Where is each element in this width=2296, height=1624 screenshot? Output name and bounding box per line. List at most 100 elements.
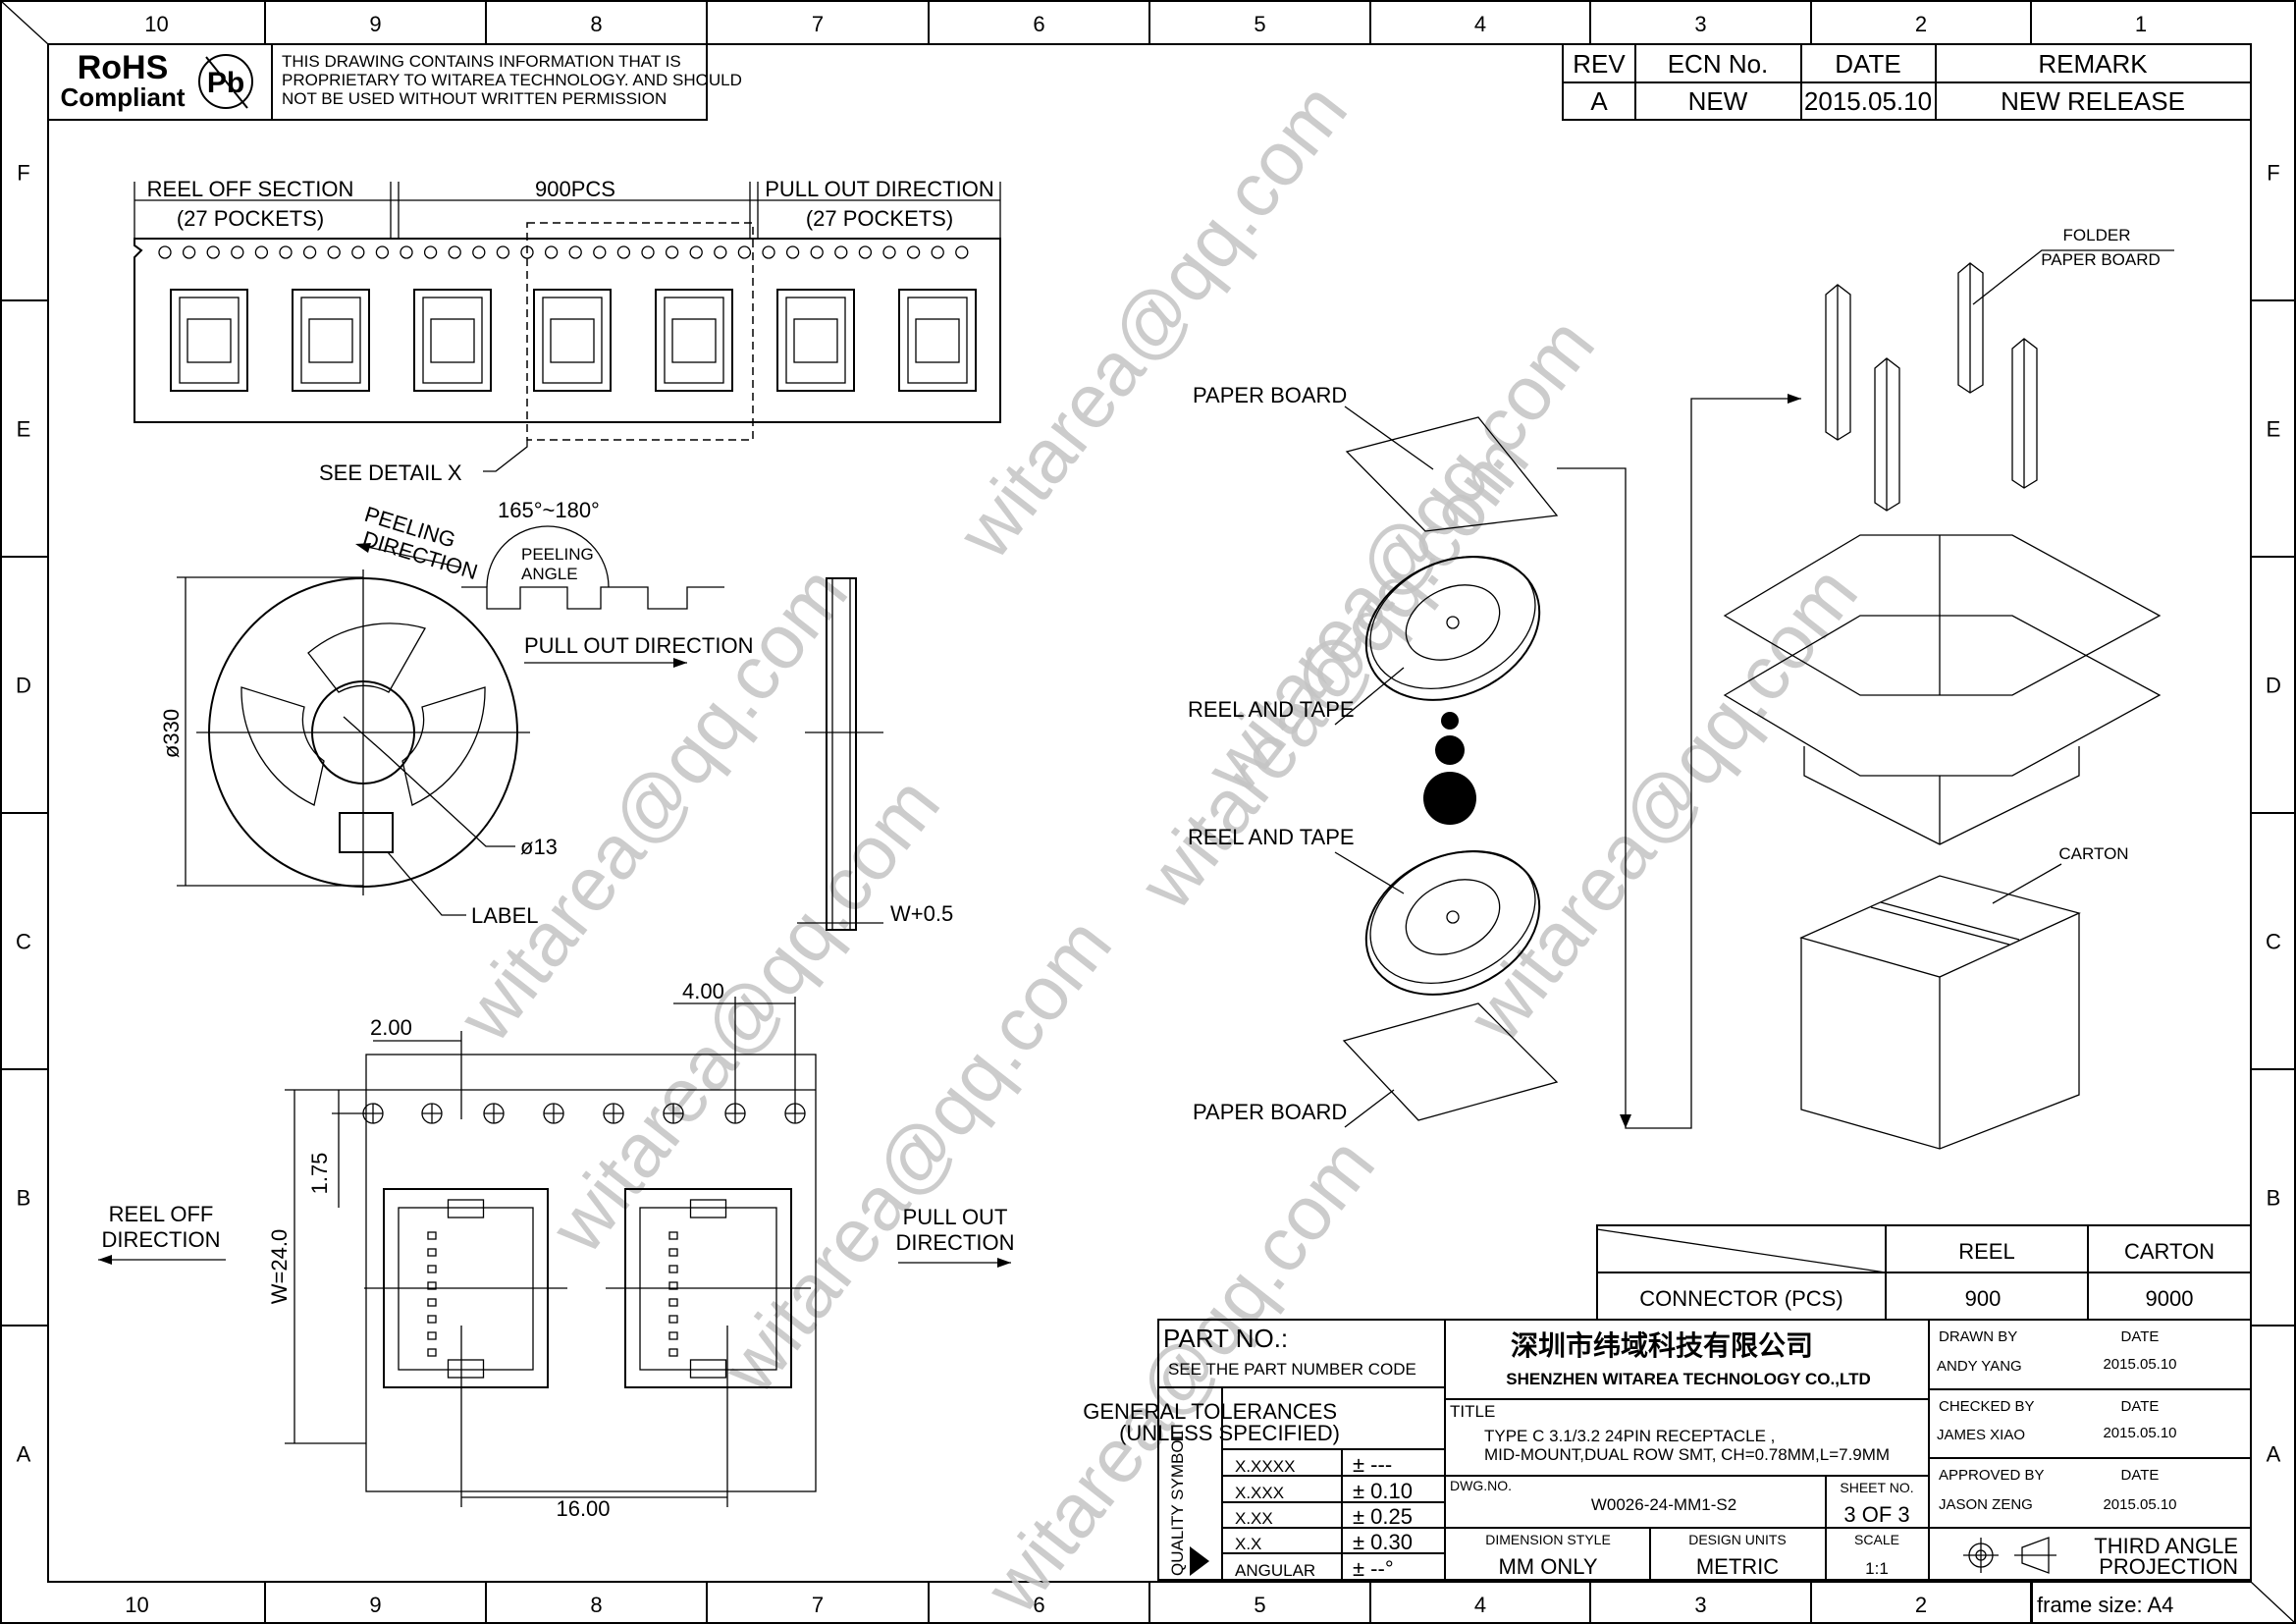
design-units-label: DESIGN UNITS — [1688, 1532, 1787, 1547]
sprocket-hole — [714, 245, 727, 259]
notice-line-1: THIS DRAWING CONTAINS INFORMATION THAT I… — [282, 52, 681, 71]
sprocket-hole — [663, 1103, 684, 1124]
sprocket-hole — [279, 245, 293, 259]
paper-board-top — [1345, 416, 1559, 532]
tape-pocket — [533, 289, 612, 392]
design-units-value: METRIC — [1696, 1554, 1779, 1579]
sprocket-hole — [472, 245, 486, 259]
tape-pocket — [170, 289, 248, 392]
sprocket-hole — [641, 245, 655, 259]
qty-carton-value: 9000 — [2146, 1286, 2194, 1311]
remark-value: NEW RELEASE — [2001, 86, 2185, 116]
approved-by-label: APPROVED BY — [1939, 1467, 2045, 1484]
tape-top-view: REEL OFF SECTION (27 POCKETS) 900PCS PUL… — [133, 177, 1001, 485]
rohs-title: RoHS — [78, 49, 169, 86]
peeling-angle-2: ANGLE — [521, 565, 578, 583]
reel-bottom — [1364, 849, 1541, 996]
sprocket-hole — [616, 245, 631, 259]
column-label-top: 2 — [1915, 12, 1927, 36]
checked-date-label: DATE — [2121, 1398, 2160, 1415]
notice-line-2: PROPRIETARY TO WITAREA TECHNOLOGY. AND S… — [282, 71, 742, 89]
paper-board-bottom-label: PAPER BOARD — [1193, 1100, 1347, 1124]
sprocket-hole — [689, 245, 703, 259]
sprocket-hole — [665, 245, 679, 259]
row-label-left: A — [17, 1442, 31, 1467]
column-label-bottom: 5 — [1254, 1593, 1265, 1617]
column-label-top: 4 — [1474, 12, 1486, 36]
tolerance-value: ± --- — [1353, 1452, 1392, 1477]
projection-line-1: THIRD ANGLE — [2094, 1534, 2238, 1558]
carton-label: CARTON — [2058, 844, 2128, 863]
row-label-left: B — [17, 1186, 31, 1211]
remark-header: REMARK — [2038, 49, 2148, 79]
tolerance-header-2: (UNLESS SPECIFIED) — [1119, 1421, 1340, 1445]
column-label-bottom: 8 — [590, 1593, 602, 1617]
reel-label-box — [339, 812, 394, 853]
packing-view: PAPER BOARD REEL AND TAPE REEL AND TAPE … — [1188, 226, 2174, 1150]
column-label-top: 8 — [590, 12, 602, 36]
part-no-label: PART NO.: — [1163, 1324, 1288, 1353]
drawn-by-value: ANDY YANG — [1937, 1358, 2022, 1375]
tape-pocket — [292, 289, 370, 392]
detail-x-box — [526, 222, 754, 441]
sprocket-hole — [302, 245, 317, 259]
sprocket-hole — [400, 245, 413, 259]
ecn-value: NEW — [1688, 86, 1748, 116]
pull-out-direction-label: PULL OUT DIRECTION — [765, 177, 993, 201]
tape-count: 900PCS — [535, 177, 615, 201]
approved-date-label: DATE — [2121, 1467, 2160, 1484]
pull-out-direction-2: DIRECTION — [896, 1230, 1015, 1255]
sprocket-hole — [810, 245, 824, 259]
see-detail-x: SEE DETAIL X — [319, 460, 462, 485]
tolerance-format: X.XXX — [1235, 1484, 1284, 1502]
pocket-pitch-dim: 16.00 — [556, 1496, 610, 1521]
sprocket-hole — [496, 245, 510, 259]
open-carton — [1723, 534, 2162, 845]
row-label-right: E — [2267, 417, 2281, 442]
reel-diameter: ø330 — [159, 709, 184, 758]
title-block: PART NO.: SEE THE PART NUMBER CODE QUALI… — [1083, 1319, 2252, 1581]
row-label-right: F — [2267, 161, 2279, 186]
no-lead-icon: Pb — [198, 54, 253, 109]
sprocket-hole — [483, 1103, 505, 1124]
folder-label-2: PAPER BOARD — [2041, 250, 2161, 269]
sprocket-hole — [421, 1103, 443, 1124]
frame-size: frame size: A4 — [2037, 1593, 2173, 1617]
closed-carton — [1799, 875, 2081, 1150]
sprocket-hole — [785, 245, 800, 259]
checked-by-label: CHECKED BY — [1939, 1398, 2035, 1415]
sprocket-hole — [375, 245, 390, 259]
drawn-date-label: DATE — [2121, 1328, 2160, 1345]
sprocket-hole — [182, 245, 196, 259]
checked-by-value: JAMES XIAO — [1937, 1427, 2025, 1443]
folder-label-1: FOLDER — [2063, 226, 2131, 244]
peeling-angle-range: 165°~180° — [498, 498, 600, 522]
tape-width-dim: W=24.0 — [267, 1229, 292, 1304]
pull-out-pockets: (27 POCKETS) — [806, 206, 953, 231]
sprocket-hole — [882, 245, 896, 259]
approved-by-value: JASON ZENG — [1939, 1496, 2033, 1513]
sprocket-hole — [423, 245, 438, 259]
sprocket-hole — [231, 245, 244, 259]
date-header: DATE — [1835, 49, 1900, 79]
detail-pocket — [606, 1188, 811, 1388]
rohs-box: RoHS Compliant Pb THIS DRAWING CONTAINS … — [47, 43, 742, 121]
sprocket-hole — [568, 245, 582, 259]
row-label-right: C — [2266, 930, 2281, 954]
tolerance-format: X.XX — [1235, 1509, 1273, 1528]
sprocket-hole — [906, 245, 921, 259]
sprocket-hole — [955, 245, 969, 259]
title-line-2: MID-MOUNT,DUAL ROW SMT, CH=0.78MM,L=7.9M… — [1484, 1445, 1890, 1464]
reel-off-direction-2: DIRECTION — [102, 1227, 221, 1252]
qty-row-label: CONNECTOR (PCS) — [1639, 1286, 1842, 1311]
reel-off-section-label: REEL OFF SECTION — [147, 177, 354, 201]
checked-date-value: 2015.05.10 — [2103, 1425, 2176, 1441]
quality-symbol-label: QUALITY SYMBOL — [1168, 1431, 1187, 1576]
rev-value: A — [1590, 86, 1608, 116]
company-name-en: SHENZHEN WITAREA TECHNOLOGY CO.,LTD — [1506, 1370, 1870, 1388]
hub-diameter: ø13 — [520, 835, 558, 859]
sprocket-hole — [762, 245, 775, 259]
sprocket-hole — [737, 245, 752, 259]
title-label: TITLE — [1450, 1402, 1495, 1421]
